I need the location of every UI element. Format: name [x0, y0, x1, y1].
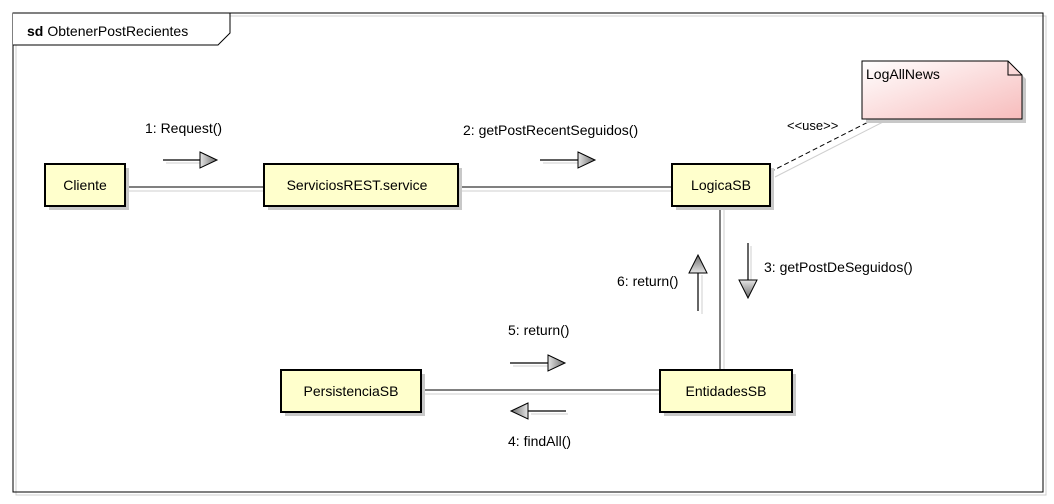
- note-dependency: [769, 116, 879, 173]
- object-entidades[interactable]: EntidadesSB: [659, 369, 796, 416]
- note-logallnews[interactable]: LogAllNews: [861, 60, 1026, 123]
- message-4-arrow: [509, 402, 529, 420]
- message-1-label: 1: Request(): [145, 120, 222, 136]
- links: [124, 116, 886, 395]
- note-stereotype: <<use>>: [787, 118, 838, 133]
- message-6-label: 6: return(): [617, 273, 678, 289]
- object-cliente-label: Cliente: [63, 177, 107, 193]
- message-2: 2: getPostRecentSeguidos(): [463, 122, 638, 169]
- frame-kind: sd: [27, 23, 43, 39]
- message-5-label: 5: return(): [508, 322, 569, 338]
- message-1: 1: Request(): [145, 120, 222, 169]
- message-6-arrow: [688, 253, 708, 274]
- object-persistencia-label: PersistenciaSB: [304, 383, 399, 399]
- object-servicios[interactable]: ServiciosREST.service: [263, 163, 462, 210]
- object-cliente[interactable]: Cliente: [44, 163, 129, 210]
- message-3: 3: getPostDeSeguidos(): [738, 243, 913, 300]
- message-1-arrow: [199, 151, 219, 169]
- object-servicios-label: ServiciosREST.service: [287, 177, 428, 193]
- message-5: 5: return(): [508, 322, 569, 372]
- object-persistencia[interactable]: PersistenciaSB: [280, 369, 425, 416]
- message-4: 4: findAll(): [508, 402, 571, 449]
- note-text: LogAllNews: [866, 66, 940, 82]
- message-4-label: 4: findAll(): [508, 433, 571, 449]
- message-2-label: 2: getPostRecentSeguidos(): [463, 122, 638, 138]
- message-3-label: 3: getPostDeSeguidos(): [764, 259, 913, 275]
- frame-name: ObtenerPostRecientes: [47, 23, 188, 39]
- message-6: 6: return(): [617, 253, 708, 314]
- object-logica-label: LogicaSB: [691, 177, 751, 193]
- object-logica[interactable]: LogicaSB: [671, 163, 774, 210]
- message-2-arrow: [577, 151, 597, 169]
- object-entidades-label: EntidadesSB: [686, 383, 767, 399]
- message-5-arrow: [547, 354, 567, 372]
- message-3-arrow: [738, 279, 758, 300]
